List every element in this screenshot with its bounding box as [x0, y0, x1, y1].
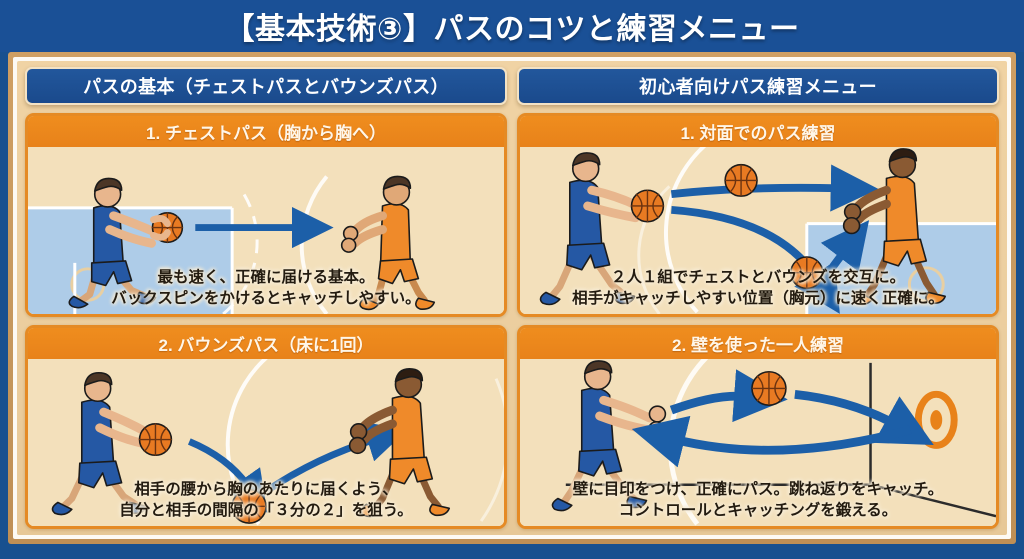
arrow-bounce-up — [813, 220, 870, 293]
section-bounce-pass: 2. バウンズパス（床に1回） — [25, 325, 507, 529]
player-blue — [51, 371, 173, 516]
poster-frame: パスの基本（チェストパスとバウンズパス） 1. チェストパス（胸から胸へ） — [8, 52, 1016, 544]
column-header-practice-menu: 初心者向けパス練習メニュー — [517, 67, 999, 105]
basketball-air — [724, 163, 758, 197]
section-header-bounce-pass-label: 2. バウンズパス（床に1回） — [158, 336, 374, 355]
section-header-wall-practice: 2. 壁を使った一人練習 — [520, 328, 996, 359]
column-practice-menu: 初心者向けパス練習メニュー 1. 対面でのパス練習 — [517, 67, 999, 529]
illustration-pair-practice — [520, 147, 996, 314]
player-orange — [340, 175, 436, 311]
player-blue — [68, 177, 184, 309]
section-body-wall-practice: 壁に目印をつけ、正確にパス。跳ね返りをキャッチ。 コントロールとキャッチングを鍛… — [520, 359, 996, 526]
illustration-chest-pass — [28, 147, 504, 314]
section-header-pair-practice: 1. 対面でのパス練習 — [520, 116, 996, 147]
column-header-practice-menu-label: 初心者向けパス練習メニュー — [639, 77, 877, 97]
page-title: 【基本技術③】パスのコツと練習メニュー — [224, 13, 800, 46]
arrow-bounce-down — [187, 438, 268, 513]
column-header-basics: パスの基本（チェストパスとバウンズパス） — [25, 67, 507, 105]
columns-container: パスの基本（チェストパスとバウンズパス） 1. チェストパス（胸から胸へ） — [17, 61, 1007, 535]
section-header-chest-pass-label: 1. チェストパス（胸から胸へ） — [146, 124, 386, 143]
section-wall-practice: 2. 壁を使った一人練習 — [517, 325, 999, 529]
basketball-bounce — [790, 256, 824, 290]
poster-board: パスの基本（チェストパスとバウンズパス） 1. チェストパス（胸から胸へ） — [17, 61, 1007, 535]
arrow-to-wall-1 — [669, 369, 788, 423]
arrow-rebound — [631, 415, 912, 468]
section-chest-pass: 1. チェストパス（胸から胸へ） — [25, 113, 507, 317]
player-orange — [842, 148, 947, 306]
player-blue — [539, 152, 665, 306]
column-header-basics-label: パスの基本（チェストパスとバウンズパス） — [83, 77, 449, 97]
player-orange — [348, 368, 451, 518]
illustration-bounce-pass — [28, 359, 504, 526]
section-body-bounce-pass: 相手の腰から胸のあたりに届くよう、 自分と相手の間隔の「３分の２」を狙う。 — [28, 359, 504, 526]
illustration-wall-practice — [520, 359, 996, 526]
section-body-pair-practice: ２人１組でチェストとバウンズを交互に。 相手がキャッチしやすい位置（胸元）に速く… — [520, 147, 996, 314]
section-header-pair-practice-label: 1. 対面でのパス練習 — [680, 124, 836, 143]
title-bar: 【基本技術③】パスのコツと練習メニュー — [0, 0, 1024, 52]
section-body-chest-pass: 最も速く、正確に届ける基本。 バックスピンをかけるとキャッチしやすい。 — [28, 147, 504, 314]
column-basics: パスの基本（チェストパスとバウンズパス） 1. チェストパス（胸から胸へ） — [25, 67, 507, 529]
section-pair-practice: 1. 対面でのパス練習 — [517, 113, 999, 317]
section-header-bounce-pass: 2. バウンズパス（床に1回） — [28, 328, 504, 359]
poster-frame-inner: パスの基本（チェストパスとバウンズパス） 1. チェストパス（胸から胸へ） — [13, 57, 1011, 539]
section-header-wall-practice-label: 2. 壁を使った一人練習 — [672, 336, 844, 355]
basketball-bounce — [231, 488, 267, 524]
section-header-chest-pass: 1. チェストパス（胸から胸へ） — [28, 116, 504, 147]
arrow-to-wall-2 — [794, 389, 934, 445]
basketball-air — [751, 370, 787, 406]
